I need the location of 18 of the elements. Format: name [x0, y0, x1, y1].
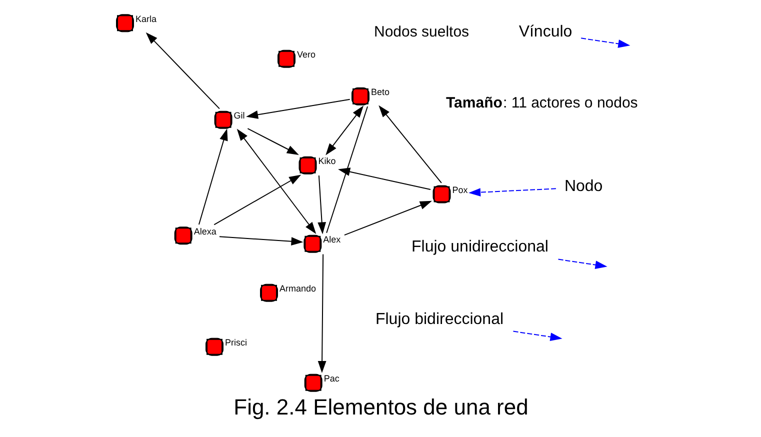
node-text: Nodo	[564, 178, 602, 196]
node-label: Alexa	[193, 226, 216, 236]
caption: Fig. 2.4 Elementos de una red	[233, 394, 528, 420]
label: Nodos sueltos	[374, 23, 469, 40]
node-text: Flujo unidireccional	[411, 238, 548, 256]
node-text: Vínculo	[518, 24, 572, 41]
node-text: Flujo bidireccional	[374, 311, 504, 328]
node-label: Karla	[135, 14, 156, 24]
node-label: Vero	[296, 50, 316, 60]
node-label: Armando	[279, 284, 316, 294]
node-label: Kiko	[318, 156, 336, 166]
node-label: Pox	[452, 184, 468, 195]
node-label: Prisci	[224, 338, 246, 348]
label: Tamaño: 11 actores o nodos	[446, 94, 638, 112]
node-label: Pac	[323, 374, 339, 384]
node-label: Alex	[322, 234, 340, 245]
node-label: Gil	[233, 110, 244, 121]
node-label: Beto	[370, 87, 390, 98]
